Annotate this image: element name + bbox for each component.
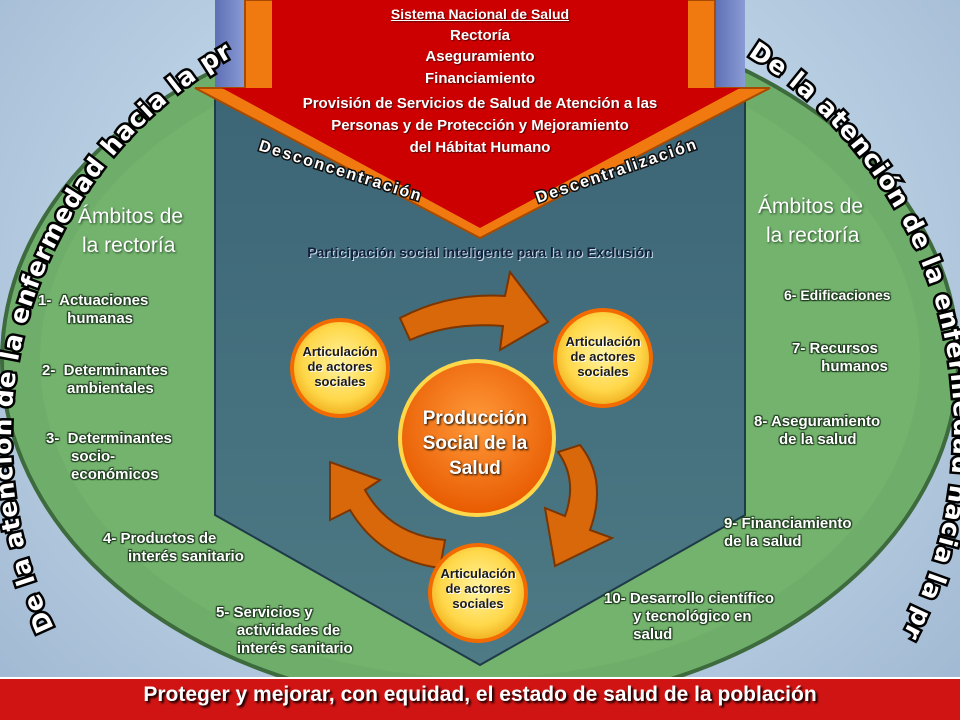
item-3: 3- Determinantes socio- económicos [46,430,172,483]
item-6: 6- Edificaciones [784,287,891,303]
provision-line-1: Provisión de Servicios de Salud de Atenc… [302,95,658,112]
top-line-aseguramiento: Aseguramiento [425,48,535,65]
node-right-text: Articulación de actores sociales [555,334,651,379]
center-text: Producción Social de la Salud [395,406,555,481]
ambitos-left-line-1: Ámbitos de [78,205,184,228]
ambitos-right-line-1: Ámbitos de [758,195,864,218]
cycle-arrow-right [543,443,615,568]
ambitos-right-line-2: la rectoría [766,224,860,247]
center-circle [398,359,556,517]
node-right-line-1: Articulación [565,334,641,349]
bottom-banner [0,677,960,720]
node-bottom-text: Articulación de actores sociales [430,566,526,611]
red-top-block [222,0,740,228]
top-title: Sistema Nacional de Salud [390,6,570,22]
node-right-line-3: sociales [577,364,629,379]
node-left-circle [290,318,390,418]
item-5: 5- Servicios y actividades de interés sa… [216,604,353,657]
node-bottom-line-2: de actores [445,581,511,596]
participacion-text: Participación social inteligente para la… [307,244,653,260]
node-left-line-2: de actores [307,359,373,374]
center-line-3: Salud [449,458,501,479]
node-left-line-1: Articulación [302,344,378,359]
ambitos-left-line-2: la rectoría [82,234,176,257]
item-4: 4- Productos de interés sanitario [103,530,244,565]
provision-line-2: Personas y de Protección y Mejoramiento [331,117,629,134]
item-9: 9- Financiamiento de la salud [724,515,852,550]
node-bottom-line-3: sociales [452,596,504,611]
cycle-arrow-top [398,269,550,352]
node-left-text: Articulación de actores sociales [292,344,388,389]
provision-line-3: del Hábitat Humano [409,139,551,156]
center-line-1: Producción [422,408,528,429]
item-7: 7- Recursos humanos [792,340,888,375]
cycle-arrow-left [329,460,447,570]
node-right-circle [553,308,653,408]
cycle-arrows [329,269,615,570]
top-side-right [715,0,745,90]
item-1: 1- Actuaciones humanas [38,292,149,327]
item-10: 10- Desarrollo científico y tecnológico … [604,590,775,643]
node-right-line-2: de actores [570,349,636,364]
top-side-left [215,0,245,90]
node-left-line-3: sociales [314,374,366,389]
top-line-financiamiento: Financiamiento [424,70,536,87]
node-bottom-line-1: Articulación [440,566,516,581]
item-2: 2- Determinantes ambientales [42,362,168,397]
bottom-banner-text: Proteger y mejorar, con equidad, el esta… [143,683,817,706]
top-line-rectoria: Rectoría [449,27,511,44]
node-bottom-circle [428,543,528,643]
center-line-2: Social de la [422,433,528,454]
item-8: 8- Aseguramiento de la salud [754,413,881,448]
